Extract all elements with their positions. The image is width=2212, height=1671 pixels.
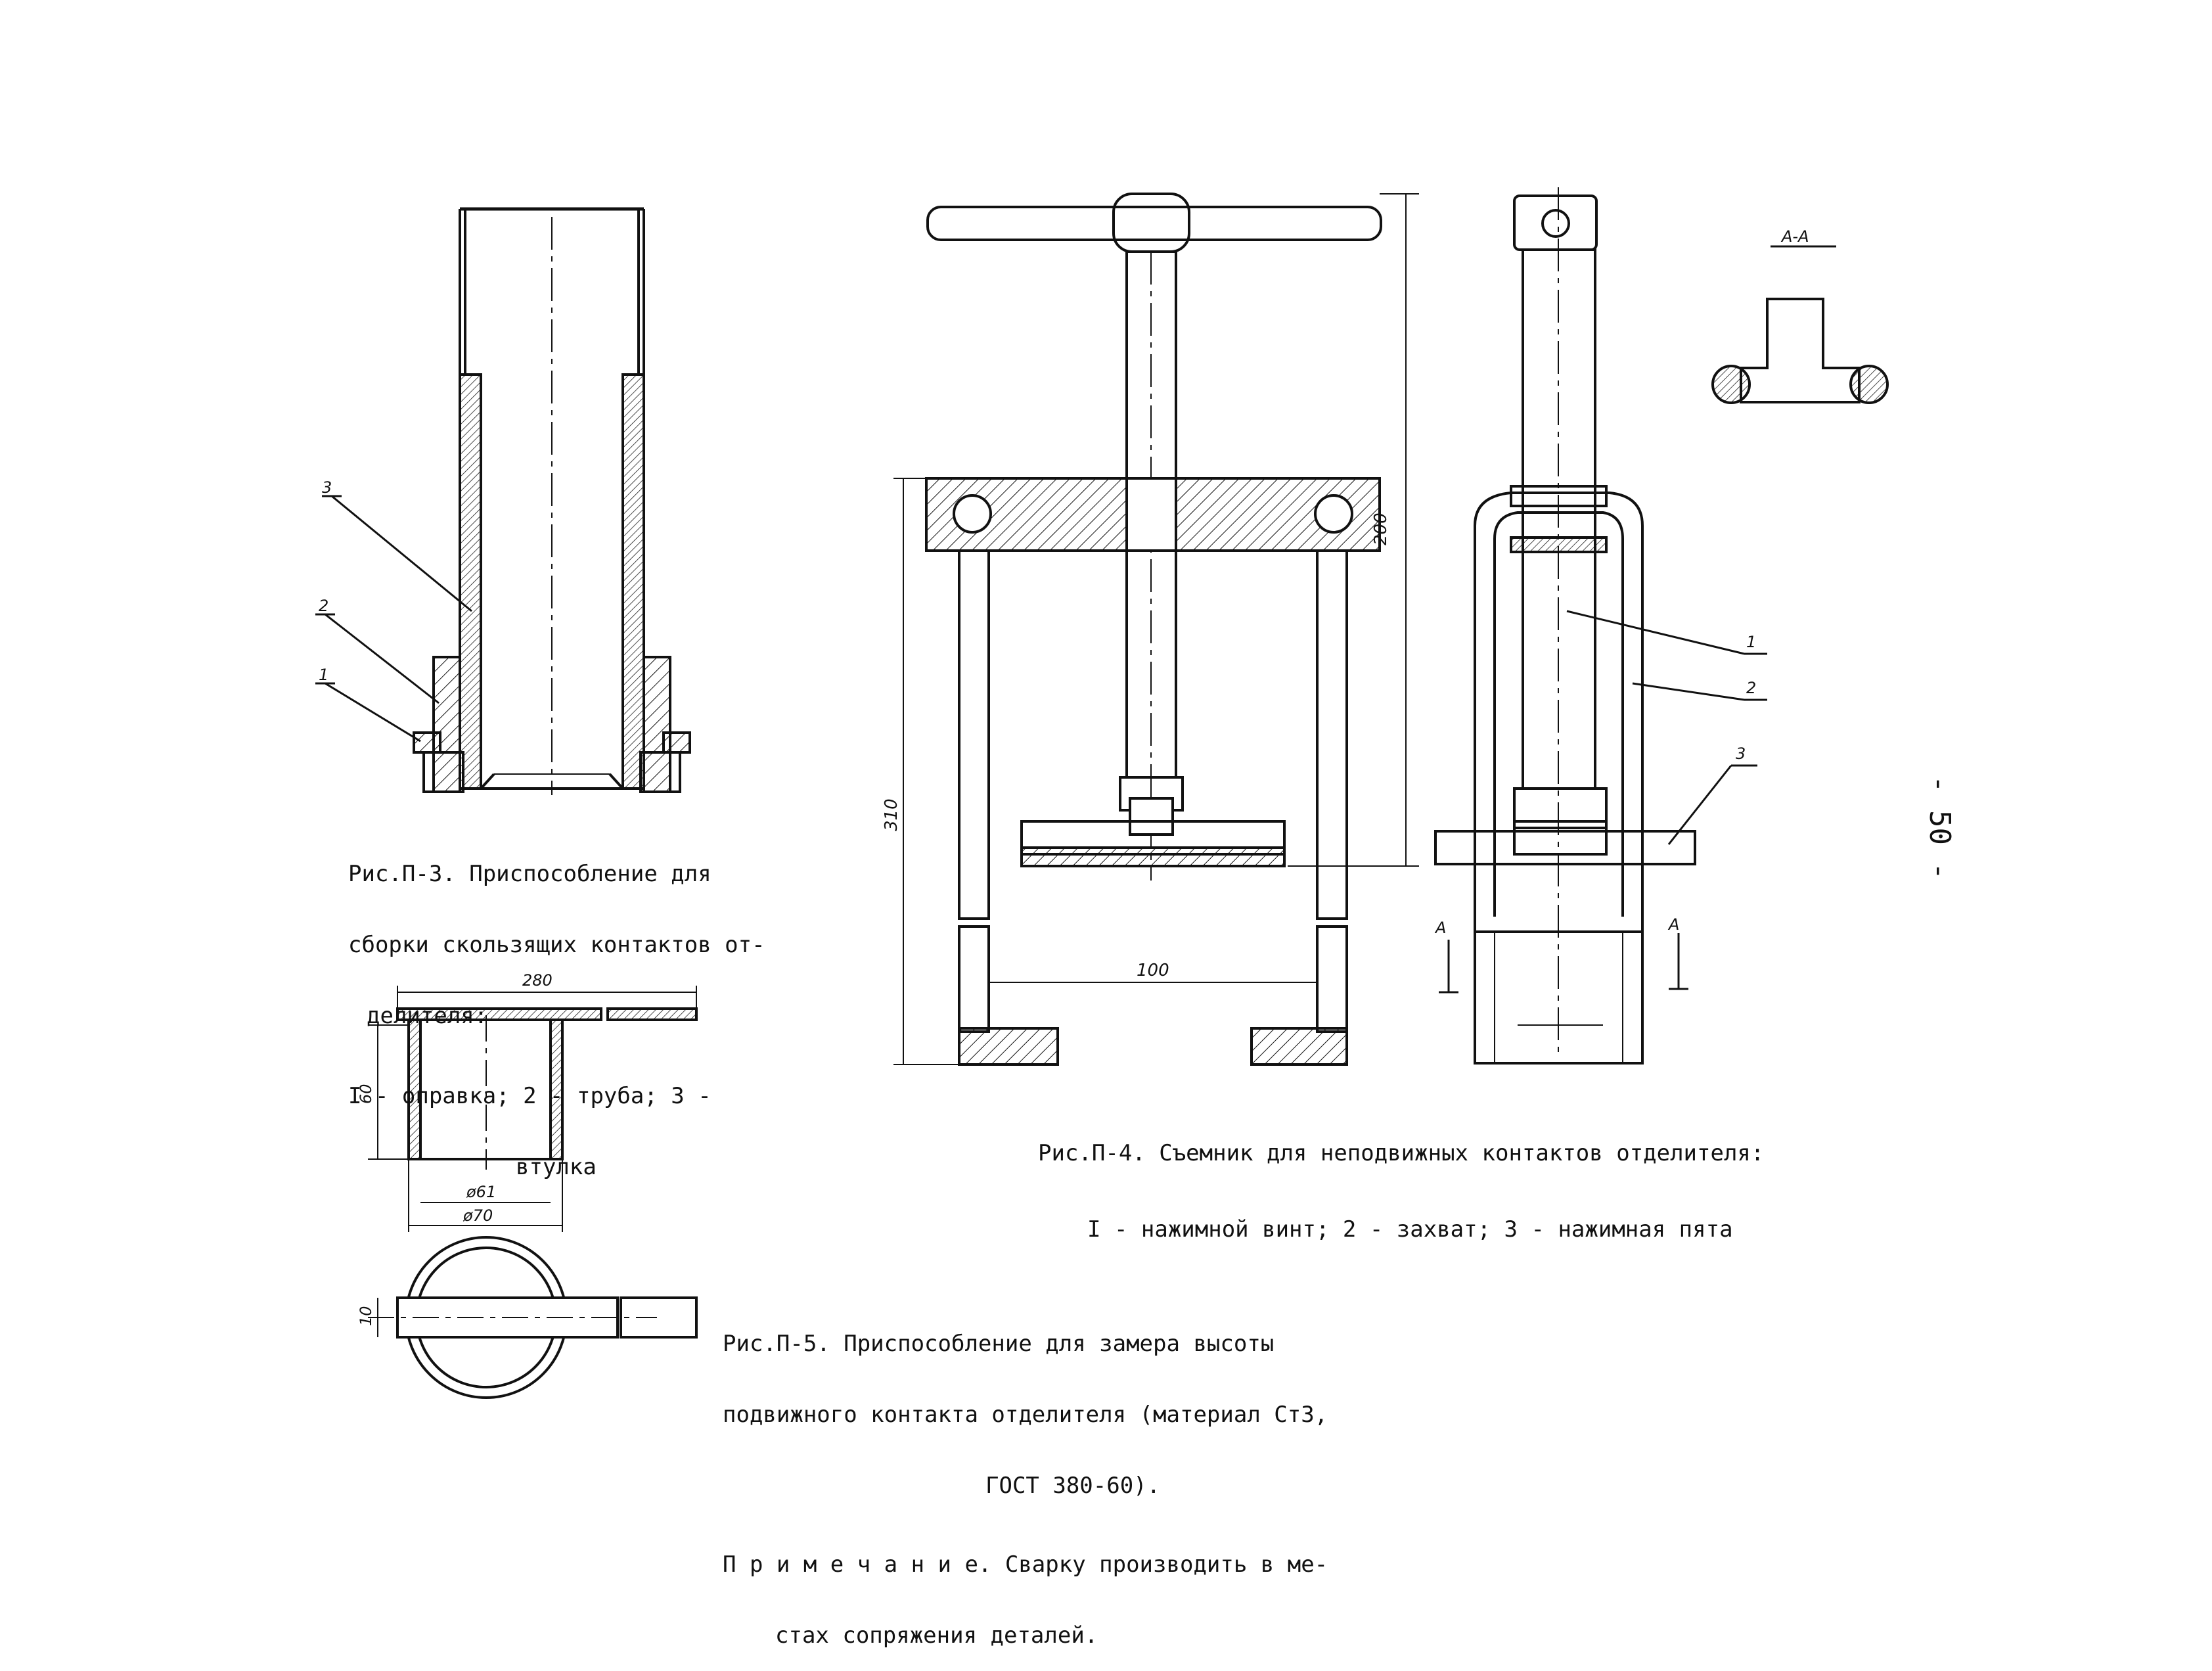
p4-callout-2: 2 — [1746, 679, 1756, 697]
p3-caption: Рис.П-3. Приспособление для сборки сколь… — [348, 815, 765, 1202]
p4-callout-1: 1 — [1746, 633, 1756, 651]
p5-dim-280: 280 — [522, 971, 553, 990]
p3-caption-line-1: Рис.П-3. Приспособление для — [348, 861, 711, 887]
p5-caption-line-2: подвижного контакта отделителя (материал… — [723, 1402, 1328, 1428]
p4-dim-310: 310 — [882, 798, 901, 831]
p5-dim-10: 10 — [357, 1306, 375, 1326]
figure-p5-drawing — [368, 986, 698, 1399]
p4-section-mark-right: A — [1667, 915, 1679, 934]
p5-caption-line-3: ГОСТ 380-60). — [985, 1473, 1161, 1499]
p5-caption: Рис.П-5. Приспособление для замера высот… — [723, 1285, 1328, 1671]
figure-p4-front-view — [893, 193, 1419, 1066]
figure-p4-side-view — [1434, 187, 1767, 1064]
p4-dim-100: 100 — [1137, 961, 1169, 980]
p3-caption-line-2: сборки скользящих контактов от- — [348, 932, 765, 958]
figure-p3-drawing — [315, 207, 691, 795]
p4-callout-3: 3 — [1736, 744, 1746, 763]
p3-legend-line-2: втулка — [516, 1154, 597, 1180]
p4-dim-200: 200 — [1371, 513, 1391, 545]
p3-legend-line-1: I - оправка; 2 - труба; 3 - — [348, 1083, 711, 1109]
p5-dim-60: 60 — [357, 1084, 375, 1104]
p4-section-mark-left: A — [1434, 919, 1446, 937]
page-number: - 50 - — [1923, 775, 1956, 880]
p5-dim-d61: ø61 — [466, 1183, 496, 1201]
drawing-sheet: 3 2 1 200 310 100 — [315, 187, 1889, 1399]
p3-callout-3: 3 — [322, 478, 332, 497]
p4-caption-line-2: I - нажимной винт; 2 - захват; 3 - нажим… — [1087, 1216, 1733, 1243]
p3-callout-1: 1 — [319, 666, 328, 684]
p3-callout-2: 2 — [319, 597, 328, 615]
p4-caption-line-1: Рис.П-4. Съемник для неподвижных контакт… — [1038, 1140, 1765, 1166]
p5-caption-line-1: Рис.П-5. Приспособление для замера высот… — [723, 1331, 1275, 1357]
figure-p4-section-aa — [1711, 245, 1889, 404]
p5-dim-d70: ø70 — [463, 1206, 493, 1225]
p3-caption-line-3: делителя: — [367, 1003, 488, 1029]
p5-note-line-2: стах сопряжения деталей. — [775, 1622, 1098, 1649]
section-aa-label: A-A — [1780, 227, 1809, 246]
p5-note-line-1: П р и м е ч а н и е. Сварку производить … — [723, 1551, 1328, 1578]
p4-caption: Рис.П-4. Съемник для неподвижных контакт… — [1038, 1094, 1764, 1265]
